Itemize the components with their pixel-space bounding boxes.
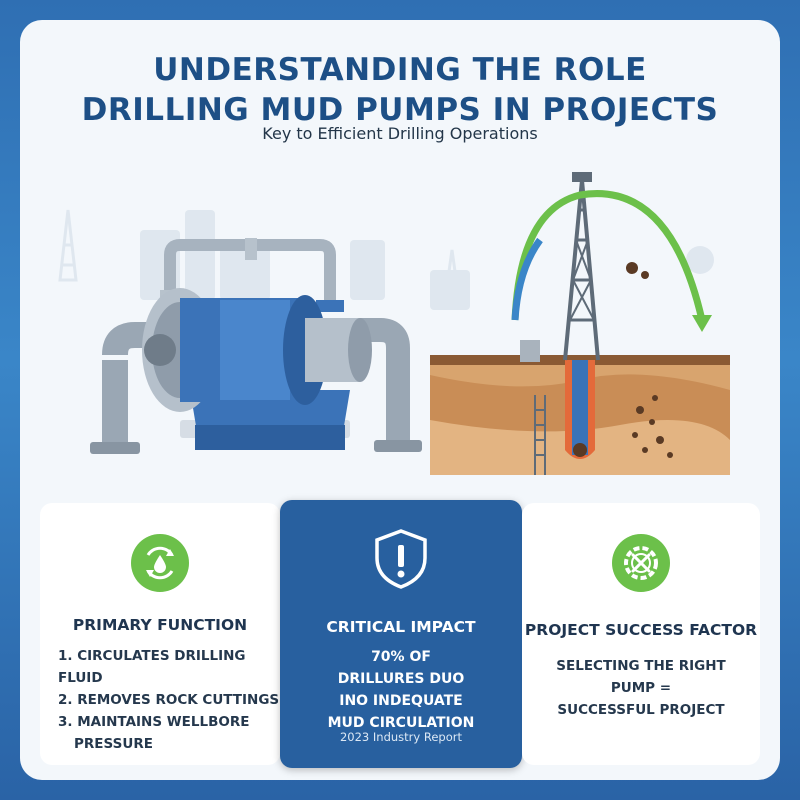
- panel-critical-impact: CRITICAL IMPACT 70% OF DRILLURES DUO INO…: [280, 500, 522, 768]
- title-line-1: UNDERSTANDING THE ROLE: [153, 52, 647, 88]
- impact-line: DRILLURES DUO: [337, 671, 465, 687]
- recycle-droplet-icon: [131, 534, 189, 592]
- panel-project-success: PROJECT SUCCESS FACTOR SELECTING THE RIG…: [522, 503, 760, 765]
- background-silhouettes: [58, 209, 714, 310]
- panel-heading: PRIMARY FUNCTION: [72, 616, 248, 634]
- list-item-continuation: PRESSURE: [74, 736, 153, 752]
- success-line: SUCCESSFUL PROJECT: [557, 702, 725, 718]
- function-list: 1. CIRCULATES DRILLING FLUID 2. REMOVES …: [58, 645, 280, 755]
- page-subtitle: Key to Efficient Drilling Operations: [262, 124, 538, 143]
- shield-warning-icon: [375, 529, 427, 589]
- panel-heading: PROJECT SUCCESS FACTOR: [524, 621, 758, 639]
- impact-line: INO INDEQUATE: [339, 693, 463, 709]
- impact-source: 2023 Industry Report: [339, 730, 462, 744]
- impact-statistic: 70% OF DRILLURES DUO INO INDEQUATE MUD C…: [280, 646, 522, 734]
- mud-pump-illustration: [90, 238, 422, 454]
- impact-line: MUD CIRCULATION: [327, 715, 475, 731]
- list-item: 1. CIRCULATES DRILLING FLUID: [58, 648, 246, 686]
- panel-primary-function: PRIMARY FUNCTION 1. CIRCULATES DRILLING …: [40, 503, 280, 765]
- page-title: UNDERSTANDING THE ROLE DRILLING MUD PUMP…: [20, 50, 780, 130]
- gear-tools-icon: [612, 534, 670, 592]
- drilling-rig-illustration: [430, 172, 730, 475]
- success-line: SELECTING THE RIGHT: [556, 658, 726, 674]
- success-statement: SELECTING THE RIGHT PUMP = SUCCESSFUL PR…: [522, 655, 760, 721]
- hero-illustration: [58, 172, 730, 475]
- list-item: 2. REMOVES ROCK CUTTINGS: [58, 692, 280, 708]
- impact-line: 70% OF: [371, 649, 431, 665]
- info-panels: PRIMARY FUNCTION 1. CIRCULATES DRILLING …: [40, 500, 760, 768]
- list-item: 3. MAINTAINS WELLBORE: [58, 714, 250, 730]
- success-line: PUMP =: [610, 680, 672, 696]
- panel-heading: CRITICAL IMPACT: [326, 618, 476, 636]
- title-line-2: DRILLING MUD PUMPS IN PROJECTS: [81, 92, 719, 128]
- infographic-card: UNDERSTANDING THE ROLE DRILLING MUD PUMP…: [20, 20, 780, 780]
